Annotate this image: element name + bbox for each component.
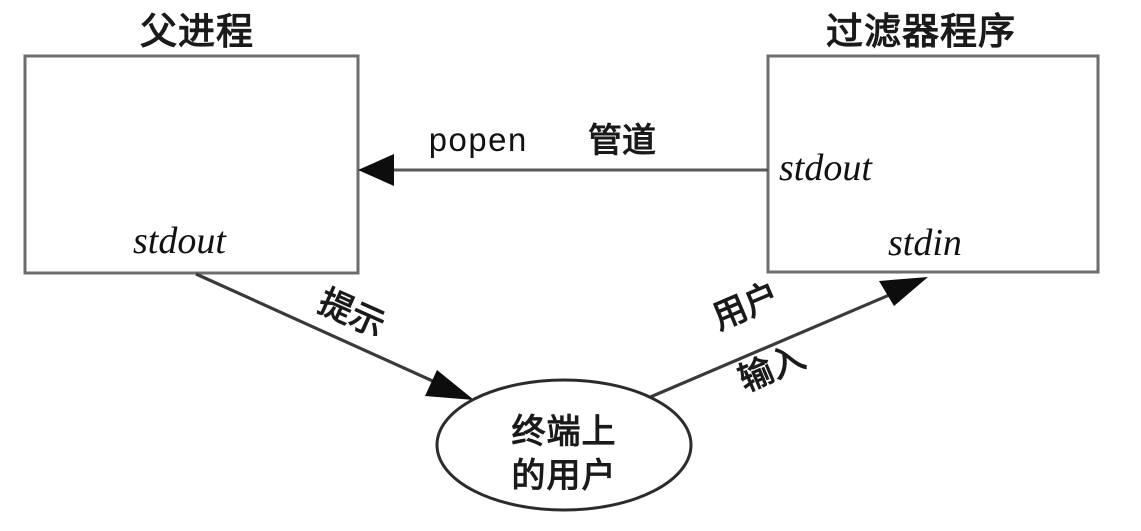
prompt-edge-label: 提示 (312, 282, 390, 346)
popen-pipe-arrowhead (358, 154, 394, 186)
user-input-arrow-line (647, 285, 909, 400)
user-input-label-bottom: 输入 (733, 337, 811, 400)
user-input-arrow-head (879, 277, 928, 306)
parent-process-box[interactable] (23, 54, 360, 275)
filter-stdin-label: stdin (888, 222, 962, 264)
terminal-user-ellipse[interactable] (435, 378, 693, 512)
pipe-cjk-label: 管道 (588, 121, 656, 161)
user-input-label-top: 用户 (707, 275, 785, 338)
prompt-arrow-head (425, 370, 474, 400)
prompt-arrow-line (195, 272, 458, 394)
filter-stdout-label: stdout (779, 147, 873, 189)
filter-program-title: 过滤器程序 (826, 10, 1016, 53)
filter-program-box[interactable] (766, 54, 1100, 274)
parent-process-title: 父进程 (140, 10, 254, 53)
terminal-user-line1: 终端上 (512, 412, 617, 452)
parent-stdout-label: stdout (133, 220, 227, 262)
popen-code-label: popen (428, 124, 527, 161)
terminal-user-line2: 的用户 (512, 456, 617, 496)
